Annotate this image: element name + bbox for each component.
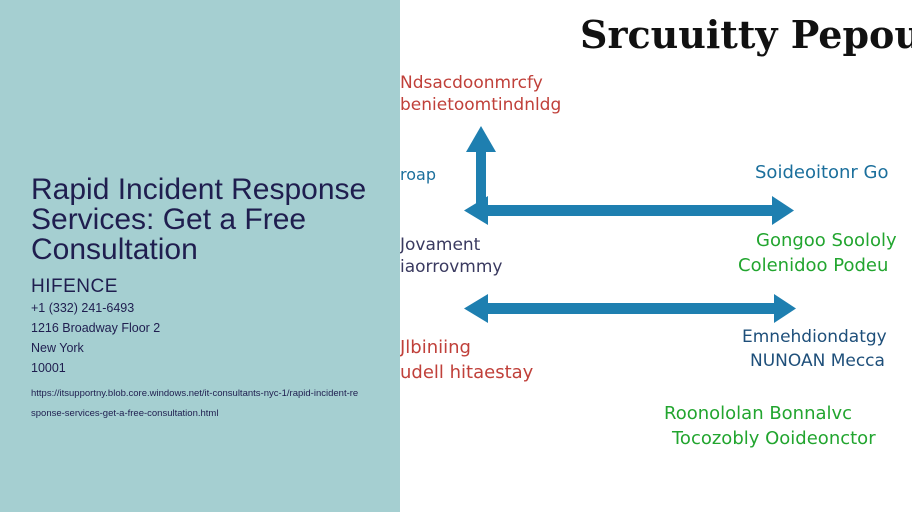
diagram-label-top-left-2: benietoomtindnldg bbox=[400, 95, 561, 115]
info-panel: Rapid Incident Response Services: Get a … bbox=[0, 0, 400, 512]
phone-number: +1 (332) 241-6493 bbox=[31, 301, 135, 315]
diagram-label-mid-left: roap bbox=[400, 165, 436, 184]
street-address: 1216 Broadway Floor 2 bbox=[31, 321, 161, 335]
arrow-right-head bbox=[772, 196, 794, 225]
diagram-label-left-1: Jovament bbox=[400, 235, 481, 255]
arrow-top-shaft bbox=[476, 205, 772, 216]
page-title: Rapid Incident Response Services: Get a … bbox=[31, 173, 367, 266]
diagram-label-mid-right: Soideoitonr Go bbox=[755, 162, 889, 183]
diagram-heading: Srcuuitty Pepoutr bbox=[580, 12, 912, 57]
diagram-label-right-2: Colenidoo Podeu bbox=[738, 255, 888, 276]
arrow-vertical-shaft bbox=[476, 148, 486, 214]
city: New York bbox=[31, 341, 84, 355]
arrow-bottom-right-head bbox=[774, 294, 796, 323]
diagram-label-bottom-right-2: NUNOAN Mecca bbox=[750, 351, 885, 371]
arrow-left-head bbox=[464, 196, 488, 225]
diagram-label-bottom-left-1: Jlbiniing bbox=[400, 337, 471, 358]
arrow-bottom-shaft bbox=[486, 303, 774, 314]
zip-code: 10001 bbox=[31, 361, 66, 375]
diagram-image: Srcuuitty Pepoutr Ndsacdoonmrcfy benieto… bbox=[400, 0, 912, 512]
arrow-bottom-left-head bbox=[464, 294, 488, 323]
diagram-label-bottom-green-2: Tocozobly Ooideonctor bbox=[671, 428, 876, 449]
arrow-up-head bbox=[466, 126, 496, 152]
diagram-label-top-left-1: Ndsacdoonmrcfy bbox=[400, 73, 543, 93]
diagram-label-bottom-left-2: udell hitaestay bbox=[400, 362, 534, 383]
diagram-label-bottom-green-1: Roonololan Bonnalvc bbox=[664, 403, 852, 424]
diagram-label-bottom-right-1: Emnehdiondatgy bbox=[742, 327, 887, 347]
page-url: https://itsupportny.blob.core.windows.ne… bbox=[31, 388, 359, 419]
diagram-label-left-2: iaorrovmmy bbox=[400, 257, 503, 277]
security-diagram: Srcuuitty Pepoutr Ndsacdoonmrcfy benieto… bbox=[400, 12, 912, 449]
company-name: HIFENCE bbox=[31, 276, 118, 297]
diagram-label-right-1: Gongoo Soololy bbox=[756, 230, 897, 251]
